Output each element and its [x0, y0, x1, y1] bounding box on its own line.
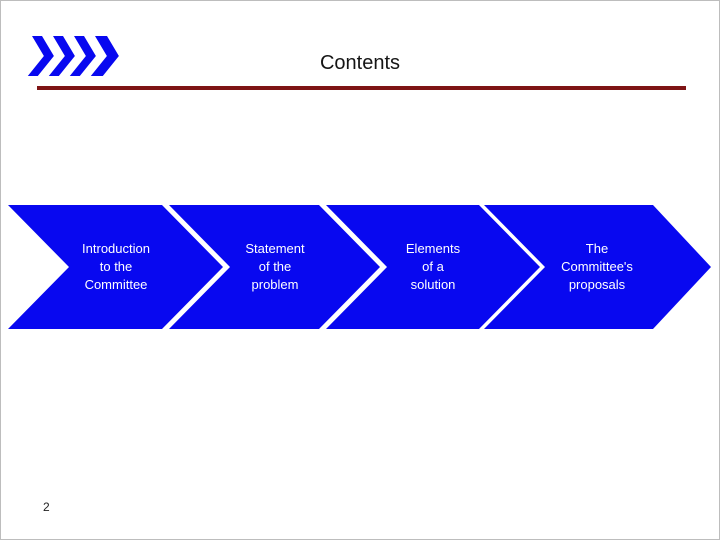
quad-chevron-right-icon [27, 36, 119, 76]
title-divider-line [37, 86, 686, 90]
step-shape-1 [8, 205, 223, 329]
step-shape-4 [484, 205, 711, 329]
step-shape-3 [326, 205, 540, 329]
step-label-proposals: The Committee's proposals [561, 241, 633, 292]
step-label-statement: Statement of the problem [245, 241, 305, 292]
step-label-elements: Elements of a solution [405, 241, 461, 292]
step-shape-2 [169, 205, 380, 329]
page-title: Contents [319, 52, 401, 74]
step-label-introduction: Introduction to the Committee [82, 241, 150, 292]
process-chevron-band [8, 205, 711, 329]
page-number: 2 [43, 500, 50, 514]
